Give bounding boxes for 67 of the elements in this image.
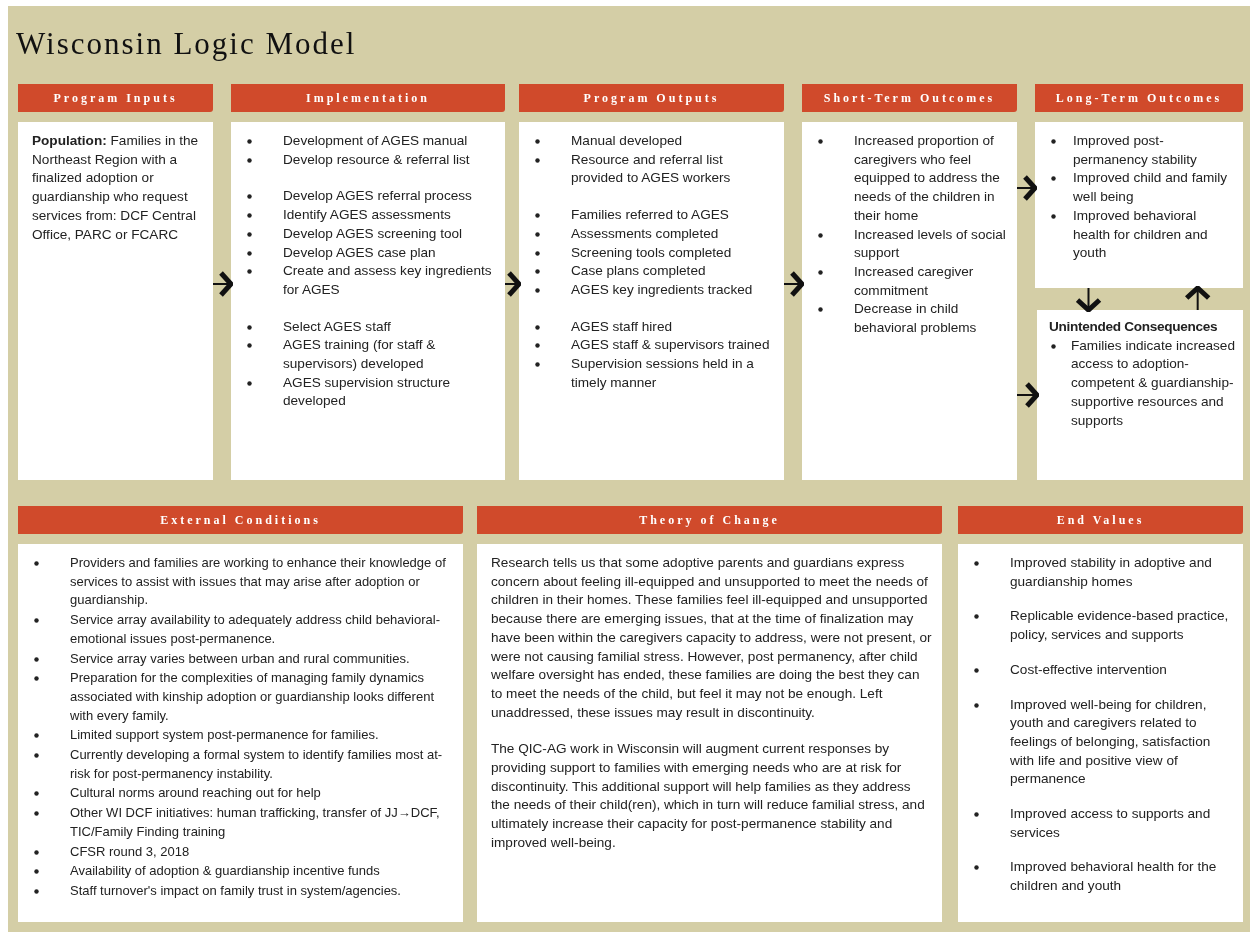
panel-heading: Unintended Consequences [1049,318,1219,336]
bullet-point: Develop AGES screening tool [245,224,495,244]
bullet-point: Preparation for the complexities of managing family dynamics associated with kinship adoption or guardianship looks different with every family. [32,669,453,726]
bullet-point: Screening tools completed [533,243,774,263]
paragraph: Population: Families in the Northeast Region with a finalized adoption or guardianship who request services from: DCF Central Office, PARC or FCARC [32,132,200,244]
bullet-point: Improved child and family well being [1049,169,1233,207]
bullet-point: Increased caregiver commitment [816,262,1007,301]
paragraph: Research tells us that some adoptive parents and guardians express concern about feeling ill-equipped and unsupported to meet the needs of children in their homes. These families feel ill-equipped and unsupported because there are emerging issues, that at the time of finalization may have been within the caregivers capacity to address, were not present, or were not causing familial stress. However, post permanency, after child welfare oversight has ended, these families are doing the best they can to meet the needs of the child, but feel it may not be enough. Left unaddressed, these issues may result in discontinuity. [491,554,932,722]
bullet-point: AGES staff hired [533,317,774,337]
bullet-point: Increased levels of social support [816,225,1007,263]
bullet-point: Create and assess key ingredients for AGES [245,262,495,300]
bullet-point: Cost-effective intervention [972,660,1233,680]
bullet-point: Develop AGES referral process [245,187,495,207]
bullet-point: Manual developed [533,132,774,151]
panel-header: External Conditions [18,506,463,534]
bullet-point: Families indicate increased access to adoption-competent & guardianship-supportive resources and supports [1049,336,1235,431]
bullet-point: AGES training (for staff & supervisors) developed [245,336,495,374]
bullet-point: Families referred to AGES [533,206,774,225]
chevron-arrow [1184,285,1212,311]
bullet-point: Identify AGES assessments [245,206,495,225]
bullet-point: AGES supervision structure developed [245,373,495,412]
bullet-point: Currently developing a formal system to identify families most at-risk for post-permanency instability. [32,746,453,784]
bullet-point: Assessments completed [533,224,774,244]
bullet-point: Improved behavioral health for the children and youth [972,858,1233,896]
bullet-point: Service array varies between urban and rural communities. [32,649,453,669]
paragraph: The QIC-AG work in Wisconsin will augment current responses by providing support to families with emerging needs who are at risk for discontinuity. This additional support will help families as they address the needs of their child(ren), which in turn will reduce familial stress, and ultimately increase their capacity for post-permanence stability and improved well-being. [491,740,926,852]
panel-header: Long-Term Outcomes [1035,84,1243,112]
bullet-point: Improved stability in adoptive and guardianship homes [972,554,1233,592]
panel-box [1037,310,1243,480]
bullet-point: Development of AGES manual [245,132,495,151]
bullet-point: Develop AGES case plan [245,243,495,263]
panel-header: Implementation [231,84,505,112]
chevron-arrow [504,270,522,298]
panel-header: Program Outputs [519,84,784,112]
chevron-arrow [212,270,234,298]
bullet-point: Resource and referral list provided to AGES workers [533,150,774,189]
bullet-point: Improved access to supports and services [972,805,1233,843]
chevron-arrow [1075,287,1102,313]
panel-header: Short-Term Outcomes [802,84,1017,112]
bullet-point: Availability of adoption & guardianship incentive funds [32,862,453,881]
bullet-point: Staff turnover's impact on family trust in system/agencies. [32,881,453,901]
bullet-point: Supervision sessions held in a timely manner [533,355,774,393]
panel-header: Theory of Change [477,506,942,534]
bullet-point: Providers and families are working to enhance their knowledge of services to assist with issues that may arise after adoption or guardianship. [32,554,453,611]
bullet-point: Service array availability to adequately address child behavioral-emotional issues post-permanence. [32,611,453,649]
bullet-point: Improved behavioral health for children and youth [1049,206,1233,263]
bullet-point: Decrease in child behavioral problems [816,300,1007,338]
chevron-arrow [783,270,805,298]
chevron-arrow [1016,174,1038,202]
bullet-point: CFSR round 3, 2018 [32,842,453,862]
bullet-point: Improved well-being for children, youth and caregivers related to feelings of belonging, satisfaction with life and positive view of permanence [972,695,1233,790]
panel-header: Program Inputs [18,84,213,112]
bullet-point: AGES key ingredients tracked [533,280,774,300]
panel-header: End Values [958,506,1243,534]
bullet-point: Limited support system post-permanence for families. [32,726,453,746]
bullet-point: Develop resource & referral list [245,150,495,170]
bullet-point: Other WI DCF initiatives: human trafficking, transfer of JJ→DCF, TIC/Family Finding training [32,804,453,842]
diagram-title: Wisconsin Logic Model [16,26,357,62]
panel-card [1035,84,1243,288]
bullet-point: Improved post-permanency stability [1049,132,1233,170]
bullet-point: Cultural norms around reaching out for help [32,784,453,804]
bullet-point: Increased proportion of caregivers who feel equipped to address the needs of the children in their home [816,132,1007,226]
bullet-point: Select AGES staff [245,317,495,337]
bullet-point: Replicable evidence-based practice, policy, services and supports [972,607,1233,645]
bullet-point: AGES staff & supervisors trained [533,336,774,356]
chevron-arrow [1016,381,1040,409]
bullet-point: Case plans completed [533,262,774,281]
